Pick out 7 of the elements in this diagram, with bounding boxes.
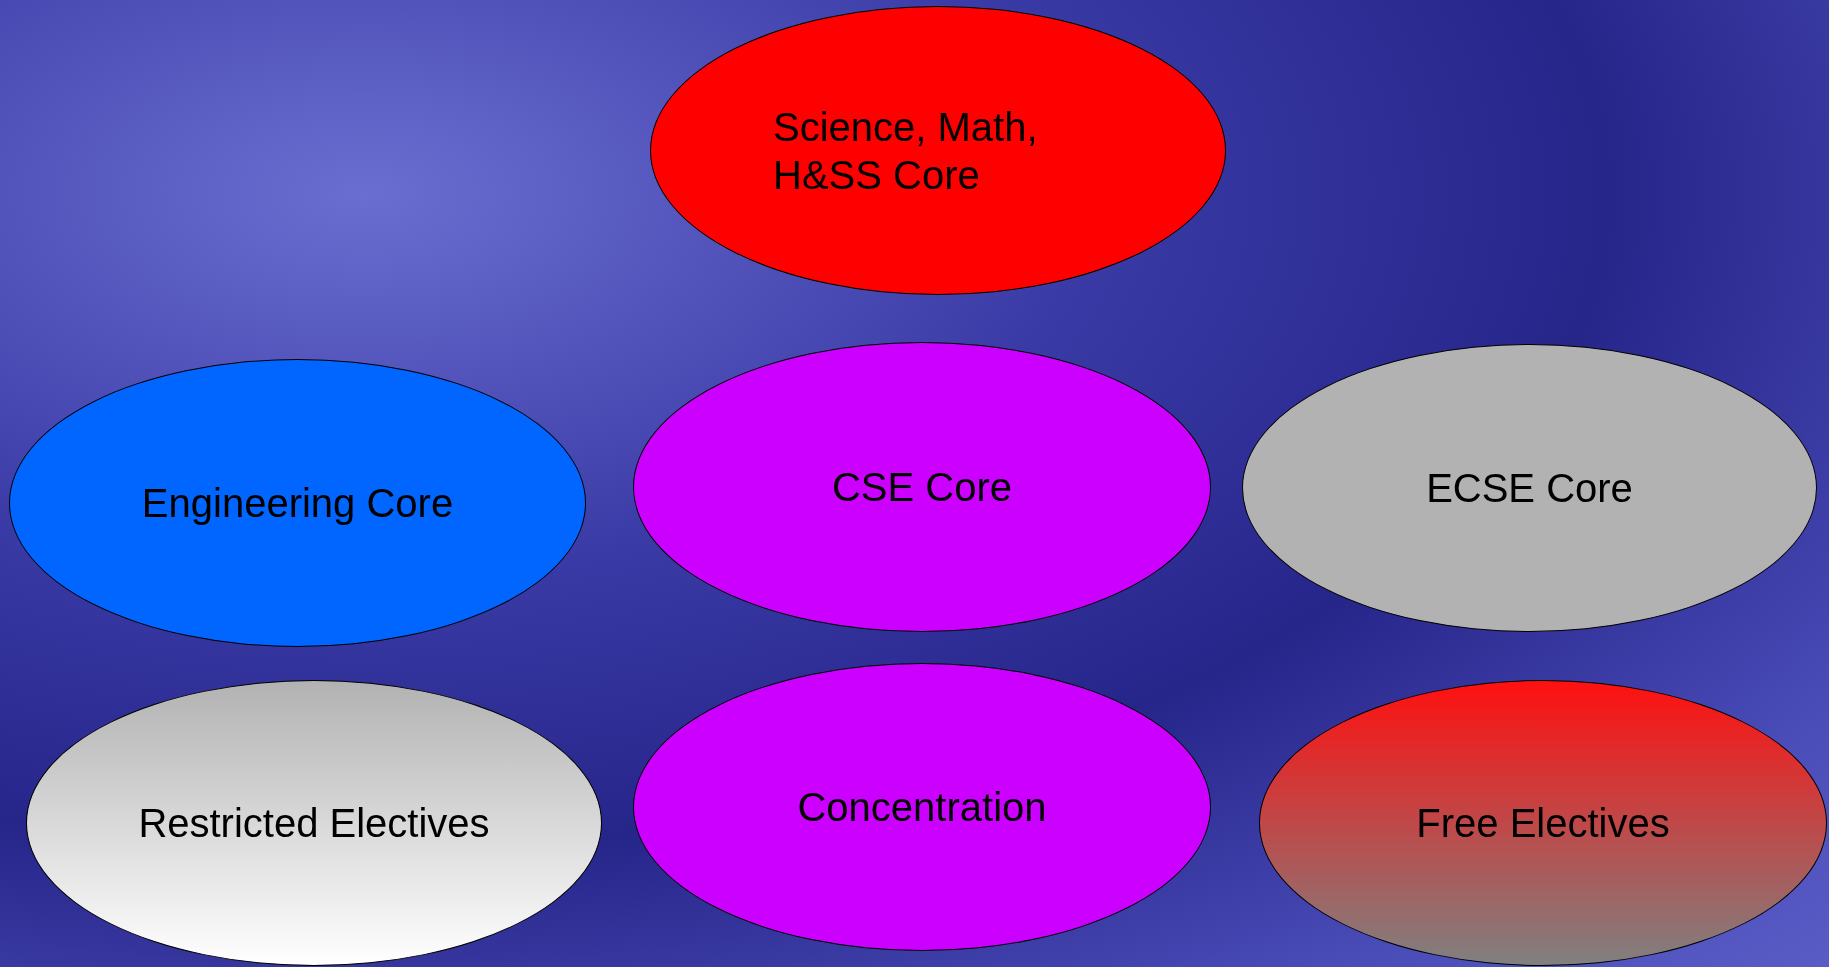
category-label: Restricted Electives [138,800,490,847]
category-label: Engineering Core [141,480,454,527]
category-label: Science, Math, H&SS Core [773,103,1039,199]
category-label: Free Electives [1416,800,1670,847]
category-label: ECSE Core [1426,465,1633,512]
category-label: CSE Core [831,464,1013,511]
category-label: Concentration [797,784,1047,831]
